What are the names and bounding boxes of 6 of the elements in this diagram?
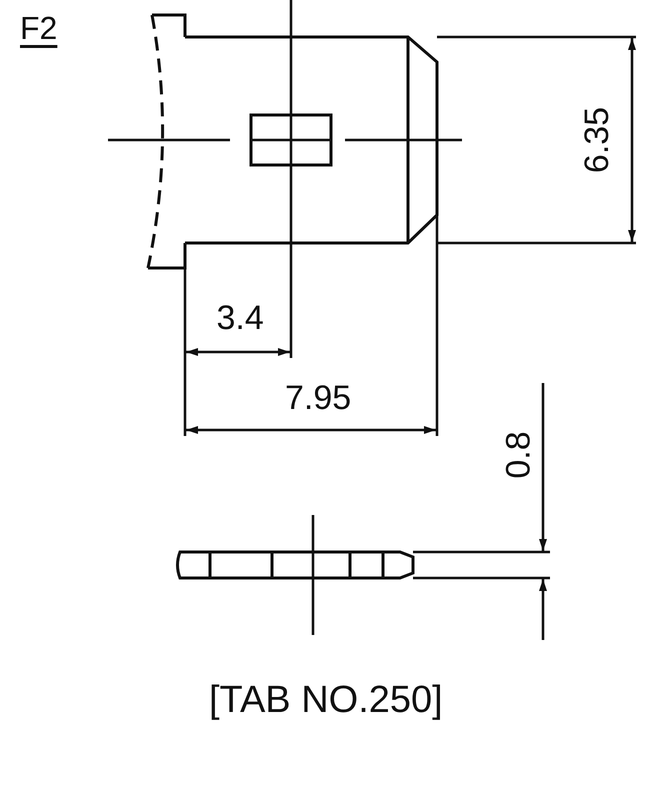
- dimension-value: 3.4: [216, 301, 264, 335]
- dimension-value: 6.35: [580, 106, 614, 174]
- dimension-value: 7.95: [285, 381, 352, 415]
- view-label: F2: [20, 12, 58, 44]
- dimension-value: 0.8: [501, 431, 536, 479]
- caption: [TAB NO.250]: [209, 681, 443, 719]
